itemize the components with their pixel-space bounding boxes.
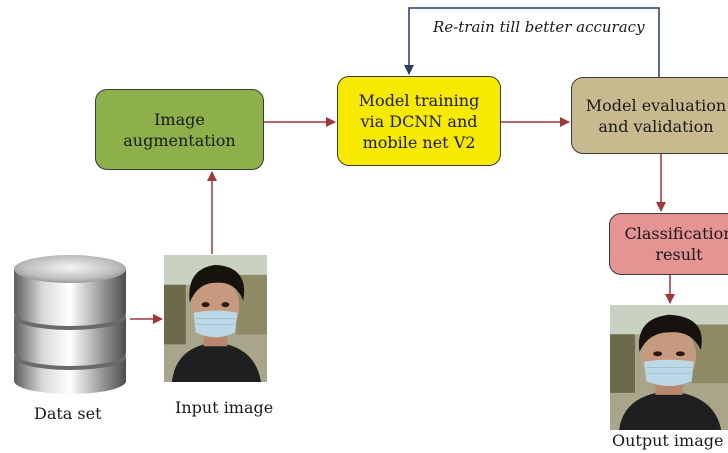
output-face-mask-photo (610, 305, 728, 430)
output-image-caption: Output image (612, 431, 724, 450)
database-cylinder-icon (14, 255, 126, 394)
input-image-caption: Input image (175, 398, 274, 417)
classification-result-label: Classification result (624, 224, 728, 264)
input-face-mask-photo (164, 255, 267, 382)
model-training-label: Model training via DCNN and mobile net V… (358, 90, 480, 152)
model-training-box: Model training via DCNN and mobile net V… (337, 76, 501, 166)
feedback-loop-arrow (404, 7, 660, 77)
image-augmentation-box: Image augmentation (95, 89, 264, 170)
classification-result-box: Classification result (609, 213, 728, 275)
image-augmentation-label: Image augmentation (123, 109, 236, 150)
dataset-caption: Data set (34, 404, 102, 423)
model-evaluation-label: Model evaluation and validation (585, 95, 727, 136)
retrain-label: Re-train till better accuracy (433, 18, 645, 36)
model-evaluation-box: Model evaluation and validation (571, 77, 728, 154)
